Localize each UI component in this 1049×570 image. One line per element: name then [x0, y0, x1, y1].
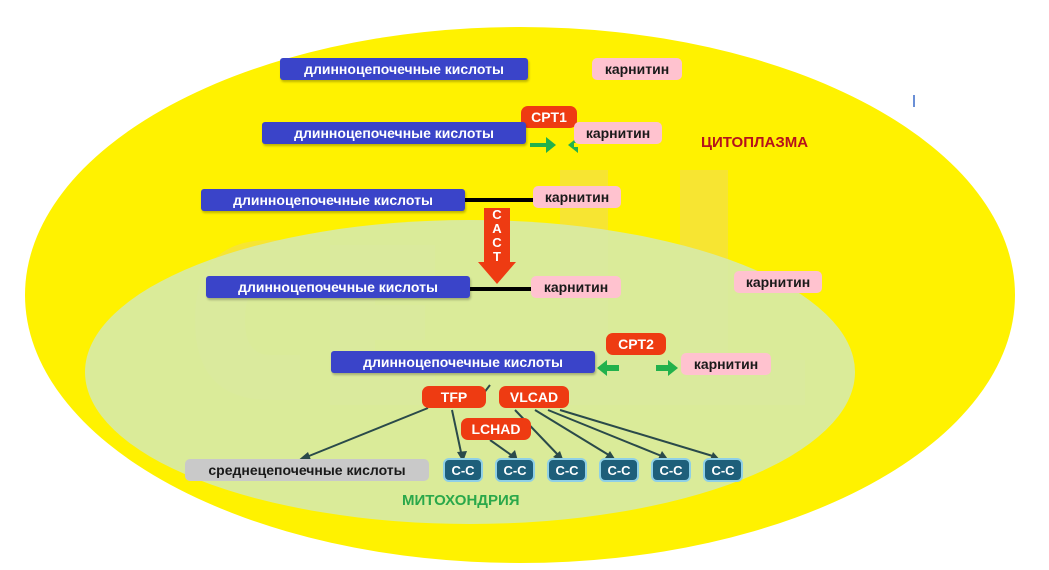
carbon-unit-5: C-C	[651, 458, 691, 482]
carnitine-free: карнитин	[734, 271, 822, 293]
carnitine-3: карнитин	[533, 186, 621, 208]
carbon-unit-4: C-C	[599, 458, 639, 482]
carbon-unit-1: C-C	[443, 458, 483, 482]
cpt2-arrows	[597, 360, 678, 376]
long-chain-fatty-acids-3: длинноцепочечные кислоты	[201, 189, 465, 211]
cact-label: CACT	[492, 207, 502, 264]
long-chain-fatty-acids-5: длинноцепочечные кислоты	[331, 351, 595, 373]
carbon-unit-3: C-C	[547, 458, 587, 482]
cpt2-enzyme: CPT2	[606, 333, 666, 355]
edge-tick	[913, 95, 915, 107]
vlcad-enzyme: VLCAD	[499, 386, 569, 408]
tfp-enzyme: TFP	[422, 386, 486, 408]
cytoplasm-label: ЦИТОПЛАЗМА	[701, 134, 809, 151]
long-chain-fatty-acids-1: длинноцепочечные кислоты	[280, 58, 528, 80]
carbon-unit-2: C-C	[495, 458, 535, 482]
carbon-unit-6: C-C	[703, 458, 743, 482]
lchad-enzyme: LCHAD	[461, 418, 531, 440]
carnitine-5: карнитин	[681, 353, 771, 375]
cact-arrow	[478, 208, 516, 284]
long-chain-fatty-acids-2: длинноцепочечные кислоты	[262, 122, 526, 144]
cpt1-enzyme: CPT1	[521, 106, 577, 128]
carnitine-1: карнитин	[592, 58, 682, 80]
mitochondria-label: МИТОХОНДРИЯ	[402, 492, 520, 509]
long-chain-fatty-acids-4: длинноцепочечные кислоты	[206, 276, 470, 298]
oxidation-arrows	[303, 384, 717, 459]
carnitine-2: карнитин	[574, 122, 662, 144]
medium-chain-fatty-acids: среднецепочечные кислоты	[185, 459, 429, 481]
carnitine-4: карнитин	[531, 276, 621, 298]
